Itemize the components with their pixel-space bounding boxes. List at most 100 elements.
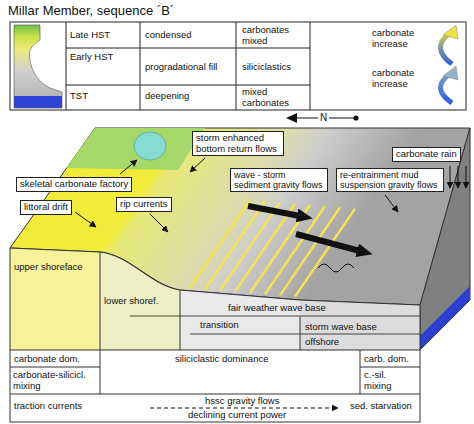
zone-label: transition <box>200 320 239 331</box>
gravity-flow-stripe <box>235 204 295 292</box>
leader-arrows-part <box>450 166 451 188</box>
legend-panel-part <box>14 25 62 108</box>
block-front-face-part <box>10 248 11 350</box>
block-front-face-part <box>420 305 421 350</box>
leader-arrows <box>75 158 466 232</box>
gravity-flow-stripe <box>295 209 355 297</box>
table-cell: declining current power <box>188 410 286 421</box>
legend-panel-part <box>236 22 237 110</box>
wave-base-label: storm wave base <box>305 322 377 333</box>
block-front-face-part <box>100 252 180 350</box>
flow-arrows-part <box>296 234 360 251</box>
trend-label: carbonate increase <box>372 68 424 89</box>
leader-arrows-part <box>120 160 137 174</box>
legend-panel-part <box>66 22 67 110</box>
block-front-face-part <box>130 316 420 317</box>
diagram-title: Millar Member, sequence ´B´ <box>8 3 174 18</box>
callout-text: carbonate rain <box>396 149 457 160</box>
wave-base-label: fair weather wave base <box>228 303 326 314</box>
stage-label: Late HST <box>70 30 110 41</box>
flow-arrows <box>248 206 360 272</box>
process-label: deepening <box>145 91 189 102</box>
callout-box: re-entrainment mud suspension gravity fl… <box>336 168 444 192</box>
block-right-face-part <box>420 286 470 350</box>
lithology-label: siliciclastics <box>242 62 291 73</box>
flow-arrows-part <box>248 206 300 216</box>
callout-text: rip currents <box>120 199 168 210</box>
table-cell: hssc gravity flows <box>205 396 279 407</box>
block-front-face-part <box>10 248 100 350</box>
table-cell: c.-sil. mixing <box>364 370 416 391</box>
increase-arrow-part <box>443 66 458 80</box>
facies-table-part <box>10 350 420 422</box>
table-cell: carb. dom. <box>364 354 409 365</box>
legend-panel-part <box>66 85 310 86</box>
block-surface-part <box>66 128 205 170</box>
gravity-flow-stripes <box>190 200 355 297</box>
legend-panel-part <box>140 22 141 110</box>
table-cell: sed. starvation <box>350 401 412 412</box>
block-front-face-part <box>180 290 181 350</box>
leader-arrows-part <box>385 195 398 212</box>
callout-text: wave - storm sediment gravity flows <box>234 170 324 190</box>
facies-table-part <box>360 367 420 368</box>
north-arrow-part <box>353 115 358 120</box>
north-arrow-part <box>286 113 297 123</box>
increase-arrow-part <box>443 25 458 39</box>
callout-text: skeletal carbonate factory <box>20 179 128 190</box>
callout-box: wave - storm sediment gravity flows <box>230 168 328 192</box>
legend-panel-part <box>10 22 466 110</box>
process-label: progradational fill <box>145 62 217 73</box>
leader-arrows-part <box>458 166 459 188</box>
stage-label: TST <box>70 91 88 102</box>
facies-table-part <box>360 350 361 394</box>
callout-box: skeletal carbonate factory <box>16 177 132 192</box>
callout-text: storm enhanced bottom return flows <box>196 133 280 154</box>
table-cell: traction currents <box>14 401 82 412</box>
facies-table-part <box>10 367 100 368</box>
gravity-flow-stripe <box>280 207 340 295</box>
zone-label: lower shoref. <box>104 296 158 307</box>
legend-panel <box>10 22 466 110</box>
callout-text: re-entrainment mud suspension gravity fl… <box>340 170 440 190</box>
callout-box: littoral drift <box>20 200 72 215</box>
legend-panel-part <box>310 22 311 110</box>
increase-arrow-part <box>440 74 452 103</box>
leader-arrows-part <box>190 158 205 172</box>
increase-arrow-part <box>440 33 452 64</box>
legend-panel-part <box>66 48 310 49</box>
block-front-face-part <box>190 334 420 335</box>
zone-label: upper shoreface <box>14 262 83 273</box>
facies-table-part <box>10 394 420 395</box>
callout-text: littoral drift <box>24 202 68 213</box>
leader-arrows-part <box>150 214 168 232</box>
block-front-face <box>10 248 420 350</box>
facies-table-part <box>100 350 101 394</box>
north-label: N <box>318 112 329 123</box>
flow-arrows-part <box>318 264 354 272</box>
table-cell: carbonate-silicicl. mixing <box>13 370 101 391</box>
block-front-face-part <box>100 252 101 350</box>
callout-box: carbonate rain <box>392 147 461 162</box>
leader-arrows-part <box>466 166 467 188</box>
zone-label: offshore <box>305 337 339 348</box>
stage-label: Early HST <box>70 52 113 63</box>
block-surface-part <box>134 132 166 160</box>
gravity-flow-stripe <box>265 206 325 294</box>
gravity-flow-stripe <box>250 205 310 293</box>
process-label: condensed <box>145 30 191 41</box>
gravity-flow-stripe <box>220 202 280 290</box>
gravity-flow-stripe <box>190 200 250 288</box>
trend-label: carbonate increase <box>372 28 424 49</box>
gravity-flow-stripe <box>205 201 265 289</box>
lithology-label: mixed carbonates <box>242 87 302 108</box>
leader-arrows-part <box>75 212 96 227</box>
table-cell: siliciclastic dominance <box>175 354 268 365</box>
north-arrow <box>286 113 359 123</box>
facies-table <box>10 350 420 422</box>
lithology-label: carbonates mixed <box>242 25 302 46</box>
table-cell: carbonate dom. <box>14 354 80 365</box>
increase-arrow <box>440 25 458 103</box>
callout-box: storm enhanced bottom return flows <box>192 131 284 156</box>
